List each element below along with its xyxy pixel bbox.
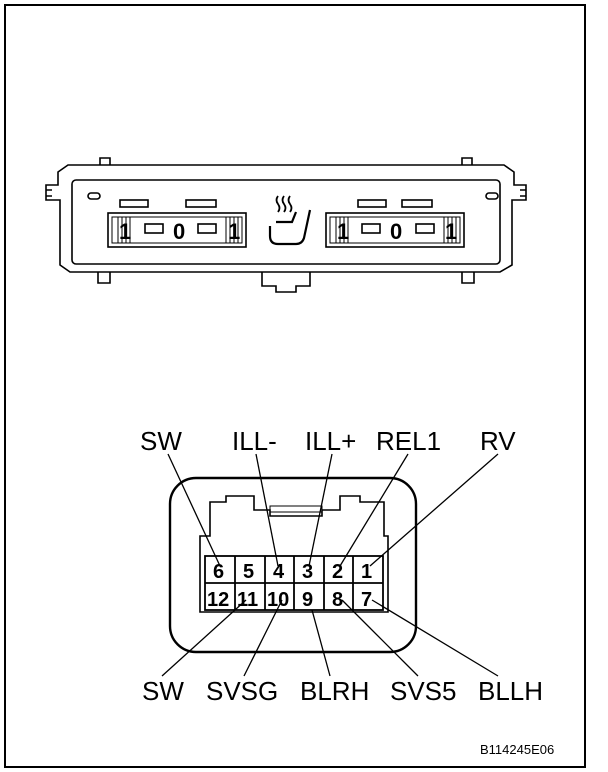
right-switch-mark-1: 1 bbox=[337, 219, 349, 244]
pin-3: 3 bbox=[302, 561, 313, 583]
pin-1: 1 bbox=[361, 561, 372, 583]
label-ill-minus: ILL- bbox=[232, 426, 277, 456]
pin-4: 4 bbox=[273, 561, 285, 583]
pin-11: 11 bbox=[237, 589, 258, 611]
right-heater-switch: 1 0 1 bbox=[325, 212, 465, 248]
pin-10: 10 bbox=[267, 589, 289, 611]
figure-border bbox=[4, 4, 586, 768]
pin-9: 9 bbox=[302, 589, 313, 611]
pin-7: 7 bbox=[361, 589, 372, 611]
pin-12: 12 bbox=[207, 589, 229, 611]
label-blrh: BLRH bbox=[300, 676, 369, 706]
seat-heater-icon bbox=[268, 195, 312, 246]
left-switch-mark-1: 1 bbox=[119, 219, 131, 244]
pin-grid bbox=[204, 555, 384, 611]
connector-housing bbox=[168, 476, 418, 654]
label-svsg: SVSG bbox=[206, 676, 278, 706]
left-heater-switch: 1 0 1 bbox=[107, 212, 247, 248]
pin-6: 6 bbox=[213, 561, 224, 583]
label-bllh: BLLH bbox=[478, 676, 543, 706]
right-switch-mark-1b: 1 bbox=[445, 219, 457, 244]
pin-2: 2 bbox=[332, 561, 343, 583]
left-switch-mark-1b: 1 bbox=[228, 219, 240, 244]
label-svs5: SVS5 bbox=[390, 676, 457, 706]
pin-8: 8 bbox=[332, 589, 343, 611]
label-rel1: REL1 bbox=[376, 426, 441, 456]
left-switch-mark-0: 0 bbox=[173, 219, 185, 244]
pin-5: 5 bbox=[243, 561, 254, 583]
right-switch-mark-0: 0 bbox=[390, 219, 402, 244]
switch-front-view bbox=[45, 157, 527, 293]
label-rv: RV bbox=[480, 426, 516, 456]
leader-lines bbox=[161, 453, 499, 677]
figure-id: B114245E06 bbox=[480, 742, 554, 757]
label-ill-plus: ILL+ bbox=[305, 426, 356, 456]
label-sw-bottom: SW bbox=[142, 676, 184, 706]
label-sw-top: SW bbox=[140, 426, 182, 456]
